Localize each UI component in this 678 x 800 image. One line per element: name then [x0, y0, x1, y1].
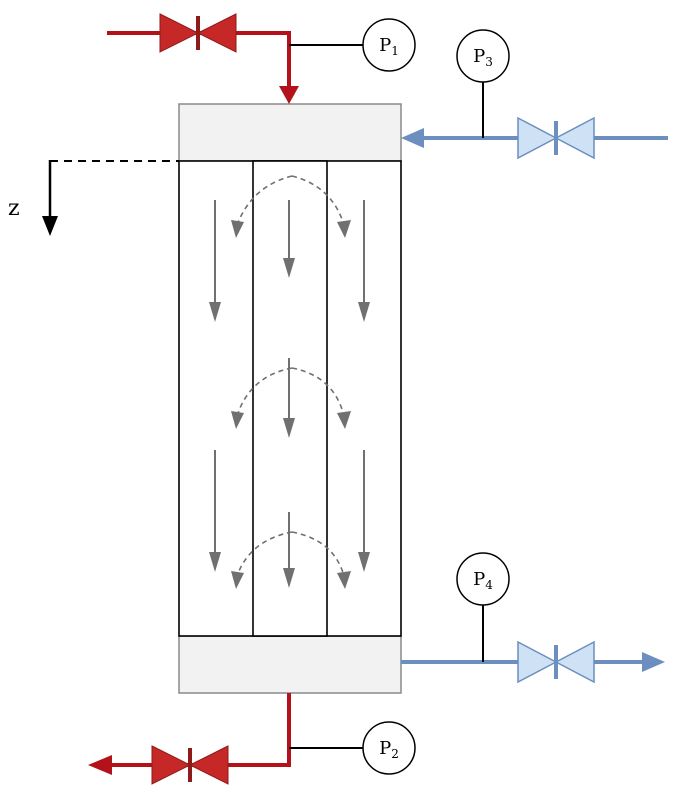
permeate-outlet-arrowhead: [642, 652, 665, 672]
flow-arrow: [209, 450, 221, 572]
feed-inlet-valve[interactable]: [159, 13, 237, 53]
z-axis-label: z: [8, 196, 20, 221]
flow-arrow: [283, 358, 295, 438]
sweep-inlet-line: [401, 82, 668, 160]
permeate-outlet-line: [401, 605, 665, 684]
pressure-gauge-p4: P4: [456, 552, 510, 606]
z-axis-arrowhead: [42, 216, 58, 236]
svg-text:P2: P2: [379, 738, 399, 761]
sweep-inlet-arrowhead: [401, 128, 424, 148]
z-axis-indicator: z: [8, 160, 179, 236]
gauge-subscript: 1: [391, 44, 399, 58]
sweep-inlet-valve[interactable]: [517, 116, 595, 160]
permeation-arc: [231, 175, 351, 238]
top-header: [178, 103, 402, 162]
flow-arrow: [358, 450, 370, 572]
gauge-subscript: 3: [485, 55, 493, 69]
flow-arrow: [283, 200, 295, 278]
permeation-arc: [231, 531, 351, 589]
flow-arrow: [209, 200, 221, 322]
feed-inlet-line: [107, 13, 364, 104]
bottom-header: [178, 635, 402, 694]
gauge-letter: P: [473, 46, 485, 67]
pressure-gauge-p3: P3: [456, 29, 510, 83]
gauge-subscript: 4: [485, 578, 493, 592]
feed-inlet-arrowhead: [279, 86, 299, 104]
svg-text:P3: P3: [473, 46, 493, 69]
retentate-outlet-line: [88, 693, 364, 785]
internal-flow-arrows: [209, 175, 370, 589]
gauge-subscript: 2: [391, 747, 399, 761]
permeate-outlet-valve[interactable]: [517, 640, 595, 684]
pressure-gauge-p2: P2: [362, 721, 416, 775]
pressure-gauge-p1: P1: [362, 18, 416, 72]
svg-text:P4: P4: [473, 569, 493, 592]
permeation-arc: [231, 367, 351, 429]
gauge-letter: P: [473, 569, 485, 590]
gauge-letter: P: [379, 738, 391, 759]
retentate-outlet-arrowhead: [88, 755, 112, 775]
retentate-outlet-valve[interactable]: [151, 745, 229, 785]
flow-arrow: [283, 512, 295, 588]
flow-arrow: [358, 200, 370, 322]
gauge-letter: P: [379, 35, 391, 56]
svg-text:P1: P1: [379, 35, 399, 58]
